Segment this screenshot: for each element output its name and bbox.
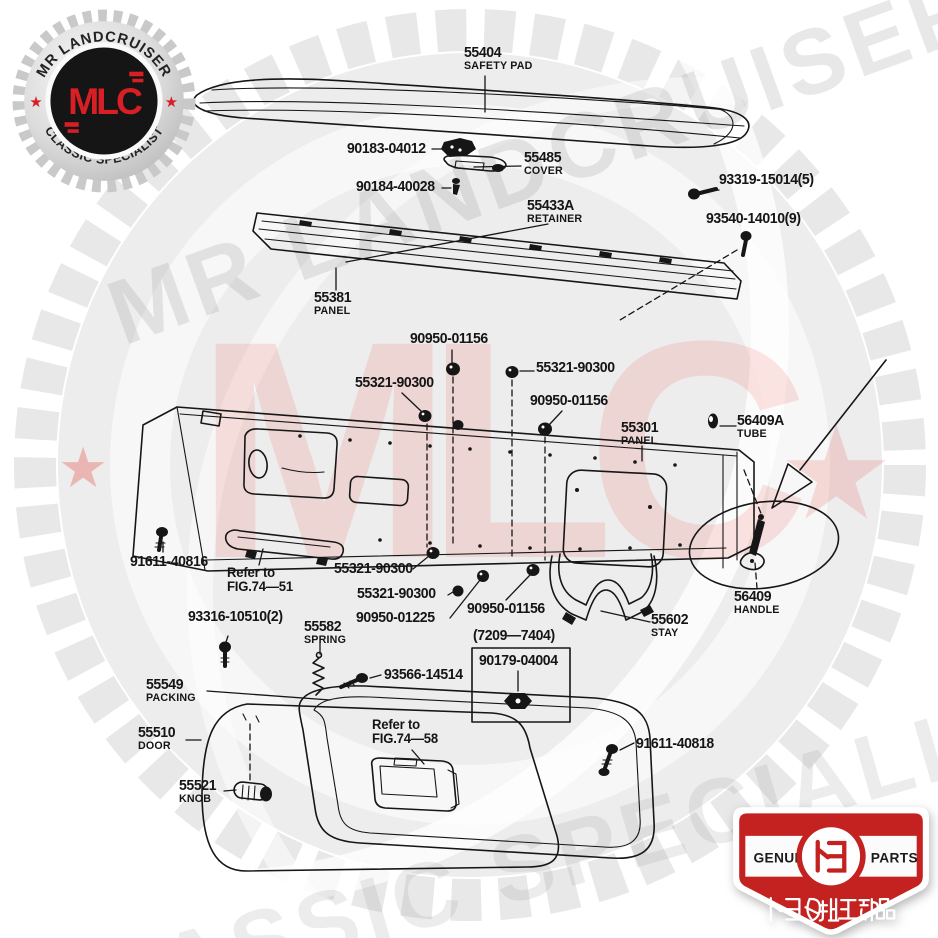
safety-pad xyxy=(193,78,750,149)
pull-handle xyxy=(224,529,345,566)
fastener-grommets xyxy=(418,362,552,597)
part-label: 55321-90300 xyxy=(357,586,436,602)
badge-star-icon: ★ xyxy=(165,94,179,111)
part-label: 55321-90300 xyxy=(536,360,615,376)
part-label: 55321-90300 xyxy=(334,561,413,577)
parts-text: PARTS xyxy=(871,850,918,865)
watermark-star-icon: ★ xyxy=(58,436,109,499)
inset-box xyxy=(471,647,571,723)
mlc-logo-text: MLC xyxy=(68,80,142,122)
badge-gear-edge xyxy=(12,9,196,193)
part-label: 90950-01225 xyxy=(356,610,435,626)
part-label: 93319-15014(5) xyxy=(719,172,814,188)
part-label: 90950-01156 xyxy=(467,601,545,617)
spring xyxy=(312,651,325,696)
retainer xyxy=(252,212,742,300)
bolt-91611-40816 xyxy=(154,527,168,552)
mlc-logo-bars xyxy=(64,71,144,133)
badge-star-icon: ★ xyxy=(29,94,43,111)
tray xyxy=(370,757,460,812)
part-label: 93540-14010(9) xyxy=(706,211,801,227)
knob xyxy=(233,781,272,802)
part-label: 90184-40028 xyxy=(356,179,435,195)
part-label: 91611-40818 xyxy=(636,736,714,752)
tube xyxy=(708,413,718,429)
part-label: 91611-40816 xyxy=(130,554,208,570)
annotation-arrow xyxy=(771,359,887,509)
leader-lines xyxy=(162,75,737,792)
tailgate-handle xyxy=(739,514,765,589)
mlc-brand-badge: MR LANDCRUISER CLASSIC SPECIALIST ★ ★ ML… xyxy=(12,9,196,193)
screw-93540 xyxy=(619,231,752,321)
door xyxy=(201,703,560,872)
toyota-teq-logo-icon xyxy=(815,839,847,873)
part-label: 90950-01156 xyxy=(410,331,488,347)
main-panel xyxy=(132,406,763,572)
part-label: 93316-10510(2) xyxy=(188,609,283,625)
part-label: 55321-90300 xyxy=(355,375,434,391)
annotation-highlight-ellipse xyxy=(688,500,840,590)
stay xyxy=(549,553,658,625)
japanese-text xyxy=(769,896,896,922)
packing xyxy=(298,685,655,860)
part-label: 90183-04012 xyxy=(347,141,426,157)
part-label: (7209—7404) xyxy=(473,628,555,644)
part-label: 90950-01156 xyxy=(530,393,608,409)
screw-93316 xyxy=(219,641,231,668)
watermark-star-icon: ★ xyxy=(778,400,895,546)
genuine-parts-badge: GENUINE PARTS xyxy=(733,807,929,935)
part-label: 93566-14514 xyxy=(384,667,463,683)
cover-and-clips xyxy=(441,138,507,195)
bolt-91611-40818 xyxy=(598,744,618,776)
part-label: 90179-04004 xyxy=(479,653,558,669)
